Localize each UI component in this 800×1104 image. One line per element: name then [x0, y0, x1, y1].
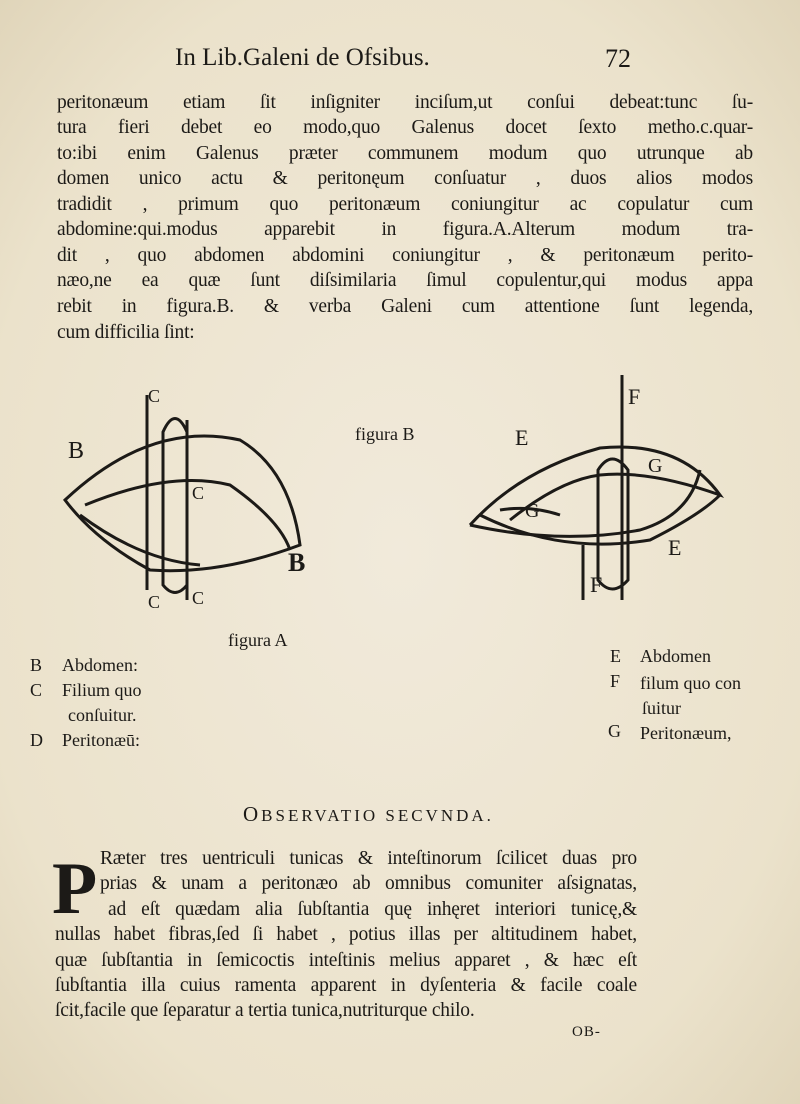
- text-line: prias & unam a peritonæo ab omnibus comu…: [100, 873, 637, 894]
- running-title: In Lib.Galeni de Ofsibus.: [175, 44, 430, 71]
- figure-label: G: [525, 500, 540, 522]
- legend-text: Peritonæum,: [640, 723, 732, 743]
- legend-letter: G: [608, 721, 621, 741]
- text-line: domen unico actu & peritonęum conſuatur …: [57, 168, 753, 189]
- text-line: ſubſtantia illa cuius ramenta apparent i…: [55, 975, 637, 996]
- legend-text: Filium quo: [62, 680, 142, 700]
- figure-label: C: [192, 588, 205, 608]
- legend-text: filum quo con: [640, 673, 741, 693]
- text-line: Ræter tres uentriculi tunicas & inteſtin…: [100, 848, 637, 869]
- text-line: ſcit,facile que ſeparatur a tertia tunic…: [55, 1000, 475, 1021]
- heading-initial: O: [243, 802, 262, 826]
- text-line: nullas habet fibras,ſed ſi habet , potiu…: [55, 924, 637, 945]
- figure-label: C: [192, 483, 205, 503]
- figure-a-drawing: [62, 395, 302, 600]
- text-line: tradidit , primum quo peritonæum coniung…: [57, 194, 753, 215]
- legend-text: conſuitur.: [68, 705, 137, 725]
- text-line: tura fieri debet eo modo,quo Galenus doc…: [57, 117, 753, 138]
- text-line: rebit in figura.B. & verba Galeni cum at…: [57, 296, 753, 317]
- legend-letter: C: [30, 680, 43, 700]
- figure-caption: figura B: [355, 424, 415, 444]
- figure-label: C: [148, 386, 161, 406]
- figure-label: B: [288, 548, 306, 577]
- figure-label: F: [628, 384, 641, 409]
- drop-cap: P: [52, 848, 98, 930]
- figure-label: C: [148, 592, 161, 612]
- catchword: OB-: [572, 1024, 601, 1040]
- legend-text: Abdomen:: [62, 655, 138, 675]
- legend-letter: E: [610, 646, 621, 666]
- legend-text: Abdomen: [640, 646, 711, 666]
- heading-rest: BSERVATIO SECVNDA.: [261, 806, 494, 825]
- text-line: abdomine:qui.modus apparebit in figura.A…: [57, 219, 753, 240]
- figure-b-drawing: [468, 375, 725, 600]
- legend-letter: D: [30, 730, 43, 750]
- legend-letter: F: [610, 671, 621, 691]
- figure-label: E: [515, 425, 529, 450]
- figure-label: G: [648, 455, 663, 477]
- figure-label: E: [668, 535, 682, 560]
- legend-text: Peritonæū:: [62, 730, 141, 750]
- text-line: peritonæum etiam ſit inſigniter inciſum,…: [57, 92, 753, 113]
- legend-text: ſuitur: [642, 698, 681, 718]
- text-line: to:ibi enim Galenus præter communem modu…: [57, 143, 753, 164]
- text-line: quæ ſubſtantia in ſemicoctis inteſtinis …: [55, 950, 637, 971]
- text-line: ad eſt quædam alia ſubſtantia quę inhęre…: [108, 899, 637, 920]
- text-line: næo,ne ea quæ ſunt diſsimilaria ſimul co…: [57, 270, 753, 291]
- page-number: 72: [605, 44, 631, 73]
- legend-letter: B: [30, 655, 43, 675]
- figure-caption: figura A: [228, 630, 288, 650]
- text-line: dit , quo abdomen abdomini coniungitur ,…: [57, 245, 753, 266]
- figure-label: B: [68, 438, 85, 464]
- figure-label: F: [590, 572, 603, 597]
- section-heading: OBSERVATIO SECVNDA.: [243, 802, 494, 827]
- text-line: cum difficilia ſint:: [57, 322, 195, 343]
